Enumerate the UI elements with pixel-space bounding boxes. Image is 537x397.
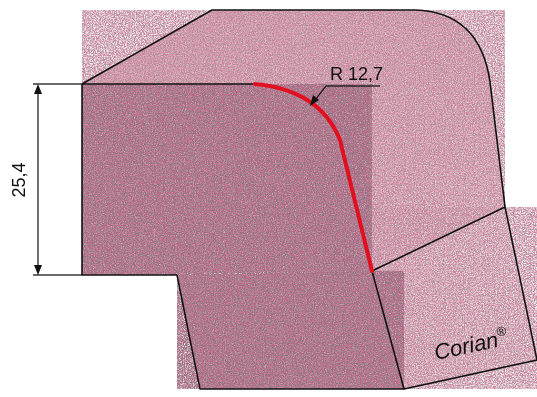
height-dimension-label: 25,4 (9, 162, 29, 197)
edge-profile-face (82, 84, 372, 275)
slab-outlines (81, 9, 537, 390)
radius-dimension-label: R 12,7 (330, 64, 383, 84)
slab-right-face (372, 207, 537, 389)
radius-leader (310, 85, 380, 106)
height-dimension (33, 83, 82, 276)
slab-lower-front (177, 271, 404, 389)
slab-top-surface (82, 10, 505, 271)
brand-registered-mark: ® (495, 323, 508, 340)
